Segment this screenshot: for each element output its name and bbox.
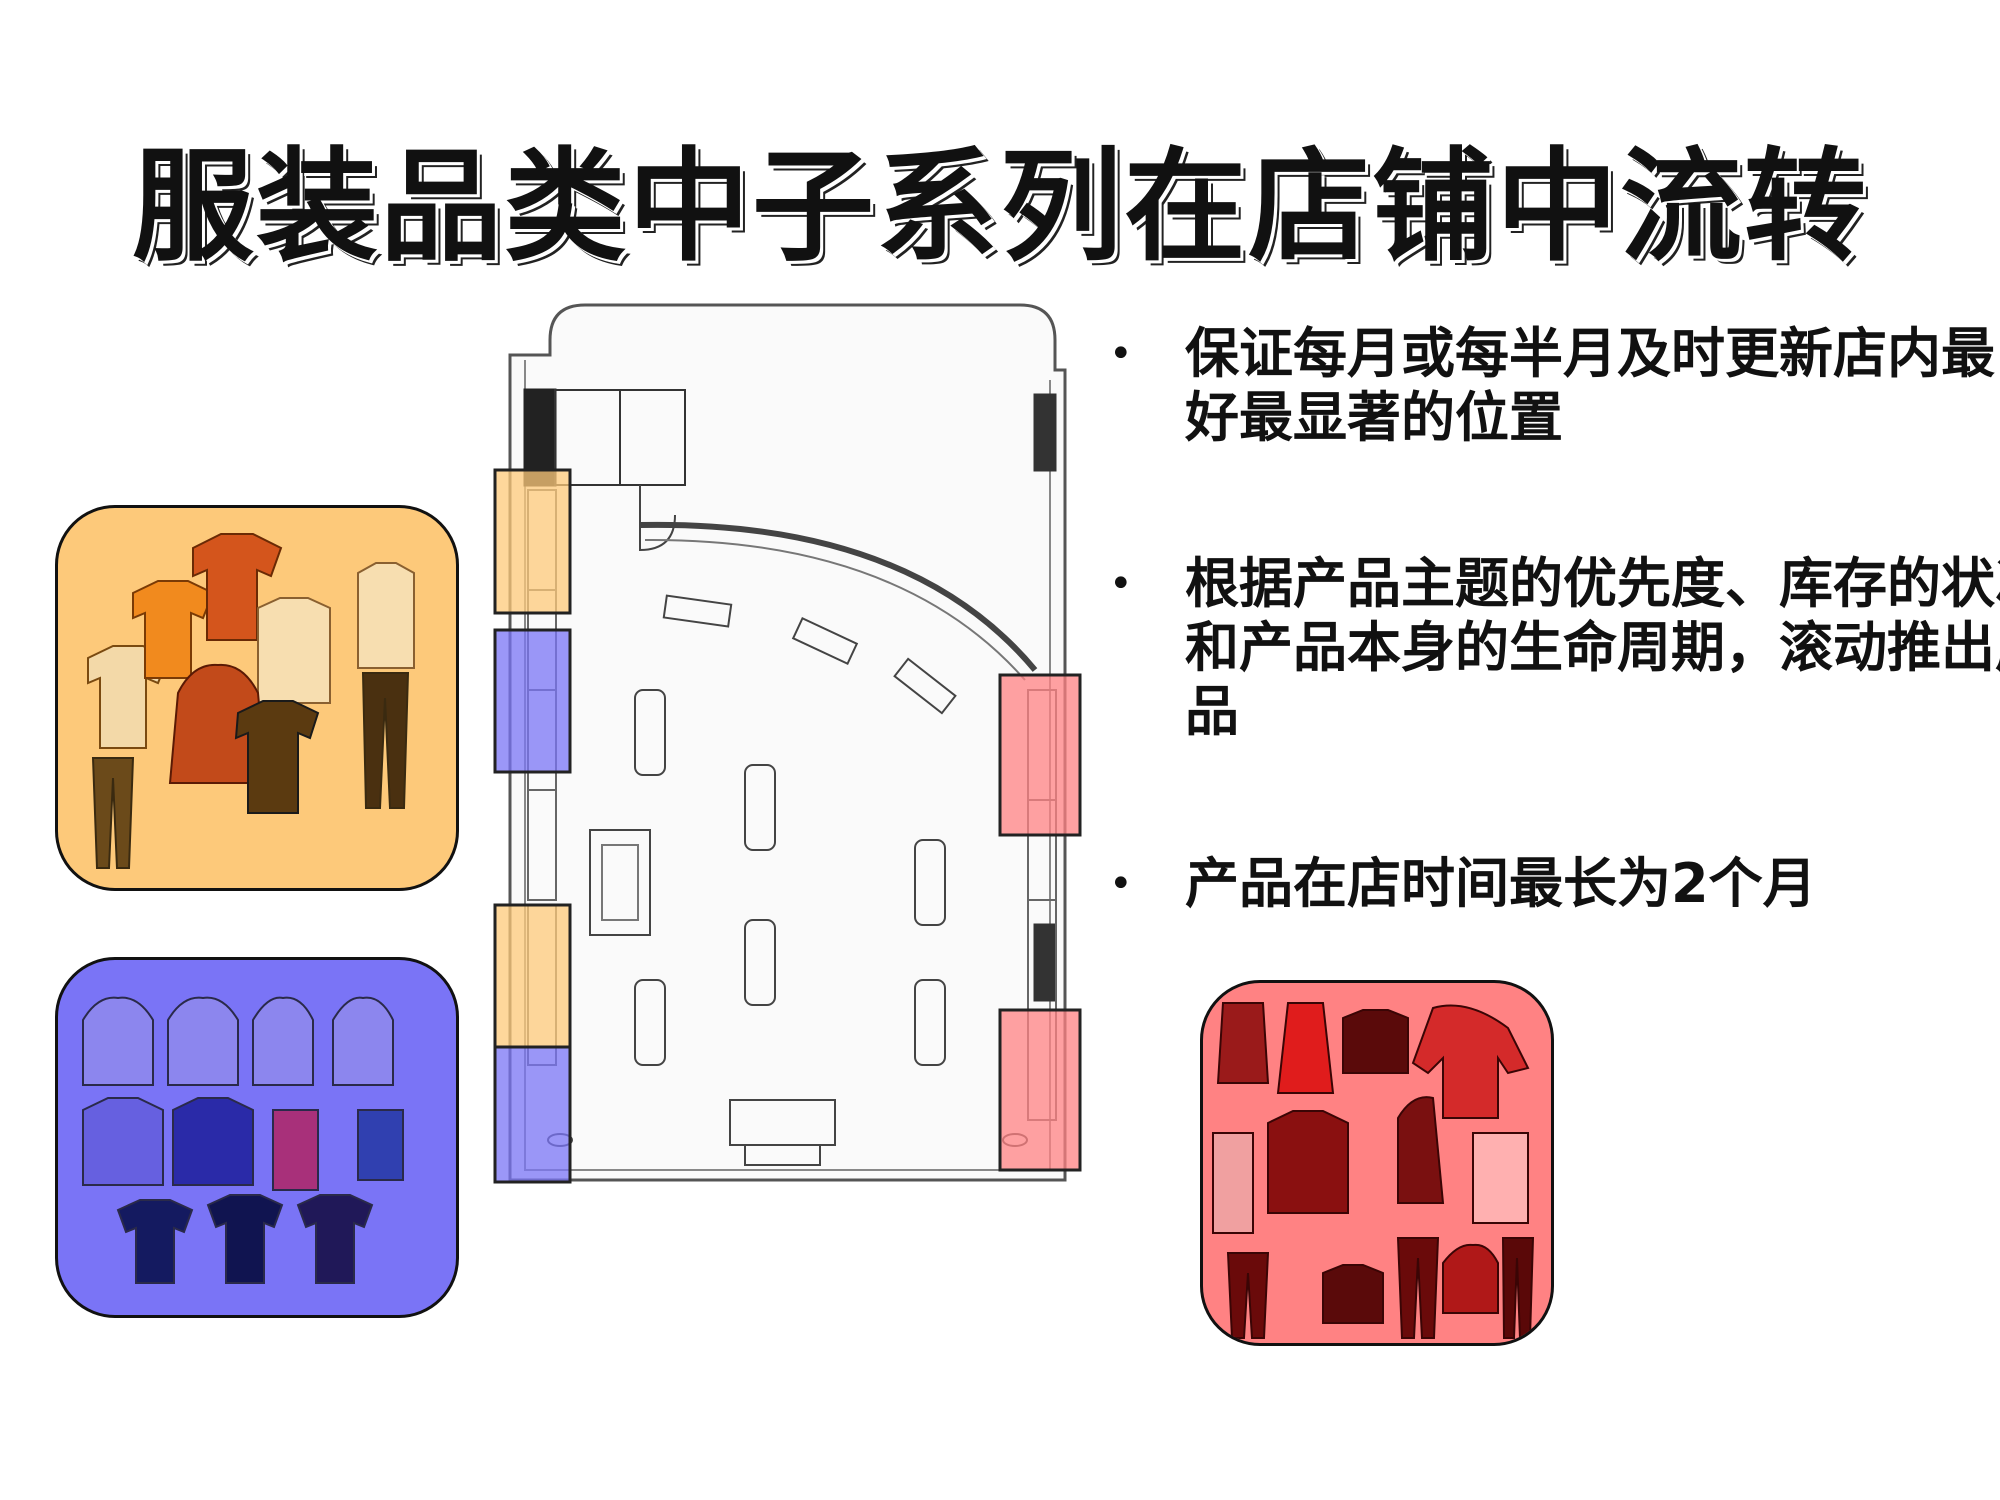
bullet-marker: • xyxy=(1109,561,1133,607)
pants-icon xyxy=(91,757,135,869)
display-table-icon xyxy=(634,979,666,1066)
tshirt-icon xyxy=(192,533,283,641)
bullet-marker: • xyxy=(1109,331,1133,377)
outer-wall xyxy=(508,303,1067,1182)
tshirt-icon xyxy=(132,580,215,679)
display-table-icon xyxy=(914,839,946,926)
jacket-icon xyxy=(257,597,331,704)
display-table-icon xyxy=(893,657,957,715)
display-table-icon xyxy=(744,919,776,1006)
red-zone-right-bottom xyxy=(998,1008,1082,1172)
display-table-icon xyxy=(744,764,776,851)
pants-icon xyxy=(361,672,410,809)
hoodie-icon xyxy=(1442,1243,1499,1314)
jacket-icon xyxy=(1342,1009,1409,1074)
hoodie-icon xyxy=(82,996,154,1086)
red-apparel-panel xyxy=(1200,980,1554,1346)
orange-zone-left-bottom xyxy=(493,903,572,1049)
hoodie-icon xyxy=(332,996,394,1086)
blue-apparel-illustration xyxy=(82,996,404,1284)
pants-icon xyxy=(1226,1252,1270,1339)
blue-zone-left xyxy=(493,628,572,774)
right-wall-block xyxy=(1033,393,1057,472)
display-table-icon xyxy=(914,979,946,1066)
orange-apparel-panel xyxy=(55,505,459,891)
bullet-item: • 保证每月或每半月及时更新店内最好最显著的位置 xyxy=(1105,322,2000,450)
display-table-icon xyxy=(634,689,666,776)
red-apparel-illustration xyxy=(1212,1002,1535,1339)
door-icon xyxy=(639,485,676,552)
orange-apparel-illustration xyxy=(87,533,415,869)
jacket-icon xyxy=(1276,1002,1335,1094)
hoodie-icon xyxy=(168,663,268,784)
bullet-item: • 根据产品主题的优先度、库存的状况和产品本身的生命周期，滚动推出产品 xyxy=(1105,552,2000,744)
hoodie-icon xyxy=(167,996,239,1086)
orange-zone-left-top xyxy=(493,468,572,615)
blue-apparel-panel xyxy=(55,957,459,1318)
store-floor-plan xyxy=(493,303,1082,1184)
bullet-text: 根据产品主题的优先度、库存的状况和产品本身的生命周期，滚动推出产品 xyxy=(1185,552,2000,743)
jacket-icon xyxy=(172,1097,254,1186)
bullet-text: 产品在店时间最长为2个月 xyxy=(1185,852,1817,915)
curved-partition xyxy=(639,521,1038,672)
display-table-icon xyxy=(791,617,859,665)
tshirt-icon xyxy=(206,1194,284,1284)
seating-unit xyxy=(589,829,651,936)
bullet-marker: • xyxy=(1109,861,1133,907)
tshirt-icon xyxy=(357,1109,404,1181)
hoodie-icon xyxy=(252,996,314,1086)
jacket-icon xyxy=(1472,1132,1529,1224)
tshirt-icon xyxy=(1212,1132,1254,1234)
jacket-icon xyxy=(1411,1004,1530,1119)
bullet-item: • 产品在店时间最长为2个月 xyxy=(1105,852,2000,916)
display-table-icon xyxy=(662,594,733,628)
tshirt-icon xyxy=(116,1199,194,1284)
slide-title: 服装品类中子系列在店铺中流转 xyxy=(132,134,1868,278)
hoodie-icon xyxy=(1397,1096,1445,1204)
jacket-icon xyxy=(1216,1002,1270,1084)
jacket-icon xyxy=(82,1097,164,1186)
bullet-text: 保证每月或每半月及时更新店内最好最显著的位置 xyxy=(1185,322,1995,449)
jacket-icon xyxy=(357,562,415,669)
jacket-icon xyxy=(1322,1264,1384,1324)
blue-zone-left-bottom xyxy=(493,1045,572,1184)
pants-icon xyxy=(1501,1237,1535,1339)
red-zone-right-top xyxy=(998,673,1082,837)
tshirt-icon xyxy=(296,1194,374,1284)
tshirt-icon xyxy=(234,700,320,814)
pants-icon xyxy=(1396,1237,1440,1339)
jacket-icon xyxy=(1267,1110,1349,1214)
tshirt-icon xyxy=(272,1109,319,1191)
